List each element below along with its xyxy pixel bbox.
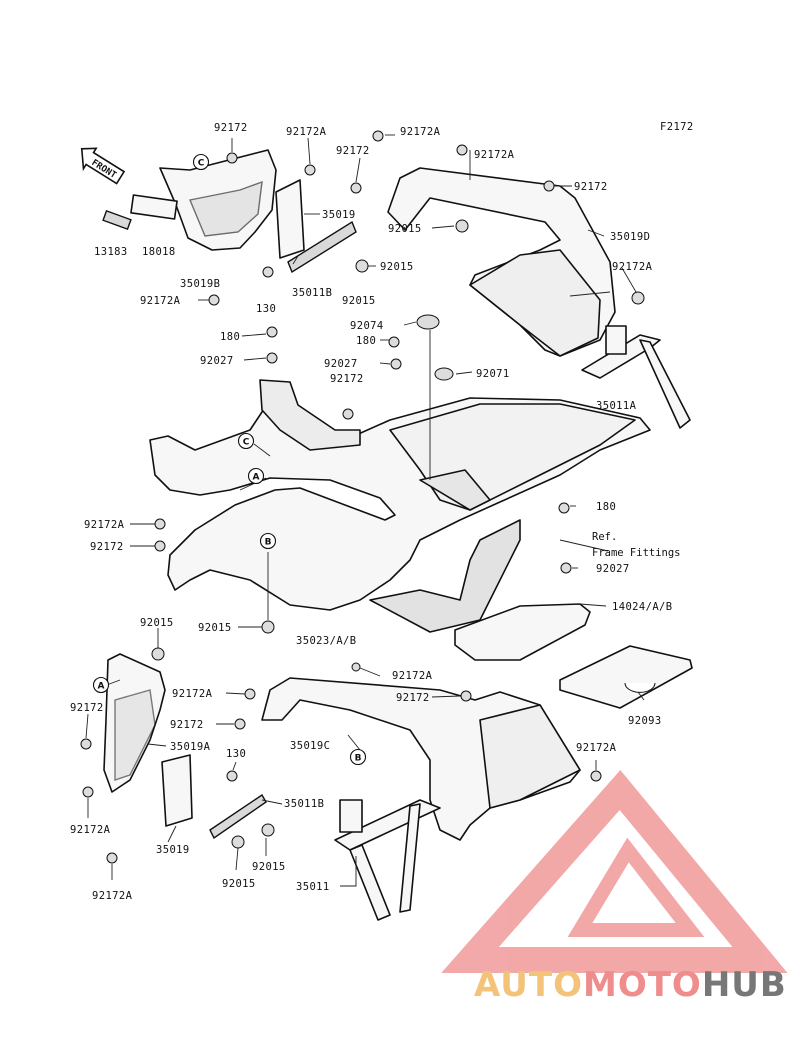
mud-guard-front-left xyxy=(159,149,277,251)
circle-ref-b-lower: B xyxy=(349,748,367,766)
part-label: 35019D xyxy=(610,231,650,243)
part-label: 13183 xyxy=(94,246,128,258)
part-label: 92172 xyxy=(330,373,364,385)
part-label: 35011A xyxy=(596,400,637,412)
part-label: 92172 xyxy=(70,702,104,714)
part-label: 92172 xyxy=(90,541,124,553)
part-label: 35019C xyxy=(290,740,330,752)
circle-ref-a-lower: A xyxy=(92,676,110,694)
circle-ref-c-upper: C xyxy=(192,153,210,171)
part-label: 35011 xyxy=(296,881,330,893)
part-label: 35019 xyxy=(156,844,190,856)
part-label: 92015 xyxy=(342,295,376,307)
part-label: 92172 xyxy=(214,122,248,134)
part-label: 92027 xyxy=(596,563,630,575)
part-label: 92172A xyxy=(474,149,515,161)
circle-ref-a-mid: A xyxy=(247,467,265,485)
svg-text:A: A xyxy=(253,473,260,483)
part-label: 92172A xyxy=(92,890,133,902)
stay-35011a xyxy=(581,325,691,429)
part-label: 35019B xyxy=(180,278,220,290)
svg-text:B: B xyxy=(265,538,272,548)
part-label: 92074 xyxy=(350,320,384,332)
bracket-upper xyxy=(275,179,357,274)
watermark-logo: AUTOMOTOHUB xyxy=(441,769,788,1005)
part-label: 92027 xyxy=(324,358,358,370)
part-label: 92172 xyxy=(396,692,430,704)
part-label: 92093 xyxy=(628,715,662,727)
svg-text:C: C xyxy=(243,438,250,448)
part-label: 92172A xyxy=(392,670,433,682)
reference-note-line2: Frame Fittings xyxy=(592,547,681,559)
part-label: 92172A xyxy=(576,742,617,754)
mud-guard-lower-left xyxy=(103,653,166,793)
part-label: 92172 xyxy=(336,145,370,157)
part-label: 180 xyxy=(596,501,616,513)
stay-35011 xyxy=(334,799,441,921)
svg-text:C: C xyxy=(198,159,205,169)
part-label: 92172A xyxy=(172,688,213,700)
part-label: 92027 xyxy=(200,355,234,367)
part-label: 92172 xyxy=(170,719,204,731)
diagram-code: F2172 xyxy=(660,121,694,133)
part-label: 35011B xyxy=(292,287,332,299)
part-label: 14024/A/B xyxy=(612,601,673,613)
part-label: 92172A xyxy=(70,824,111,836)
circle-ref-b-mid: B xyxy=(259,532,277,550)
reflector-plate xyxy=(130,194,178,220)
leader-lines xyxy=(85,134,645,887)
part-label: 35011B xyxy=(284,798,324,810)
part-label: 92015 xyxy=(198,622,232,634)
part-label: 130 xyxy=(256,303,276,315)
part-label: 92015 xyxy=(388,223,422,235)
watermark-text: AUTOMOTOHUB xyxy=(474,965,787,1005)
fasteners xyxy=(80,130,645,864)
part-labels: 92172 92172A 92172A 92172 92172A 13183 1… xyxy=(70,122,673,902)
part-label: 35023/A/B xyxy=(296,635,357,647)
part-label: 18018 xyxy=(142,246,176,258)
part-label: 92172A xyxy=(286,126,327,138)
part-label: 92172A xyxy=(400,126,441,138)
main-fender xyxy=(149,379,651,633)
part-label: 180 xyxy=(356,335,376,347)
part-label: 92172 xyxy=(574,181,608,193)
small-plate xyxy=(102,209,132,231)
svg-text:B: B xyxy=(355,754,362,764)
watermark-emblem-icon xyxy=(441,769,788,973)
part-label: 92172A xyxy=(140,295,181,307)
bracket-lower xyxy=(161,754,267,840)
part-label: 92071 xyxy=(476,368,510,380)
cover-14024 xyxy=(454,603,591,661)
svg-text:A: A xyxy=(98,682,105,692)
part-label: 35019A xyxy=(170,741,211,753)
rear-fender-lower-right xyxy=(261,677,581,841)
circle-ref-c-mid: C xyxy=(237,432,255,450)
part-label: 92015 xyxy=(140,617,174,629)
gasket-92093 xyxy=(559,645,693,709)
reference-note-line1: Ref. xyxy=(592,531,617,543)
part-label: 92015 xyxy=(252,861,286,873)
part-label: 92015 xyxy=(222,878,256,890)
part-label: 180 xyxy=(220,331,240,343)
part-label: 92172A xyxy=(612,261,653,273)
part-label: 92172A xyxy=(84,519,125,531)
part-label: 92015 xyxy=(380,261,414,273)
part-label: 35019 xyxy=(322,209,356,221)
part-label: 130 xyxy=(226,748,246,760)
front-arrow-icon: FRONT xyxy=(80,147,126,185)
